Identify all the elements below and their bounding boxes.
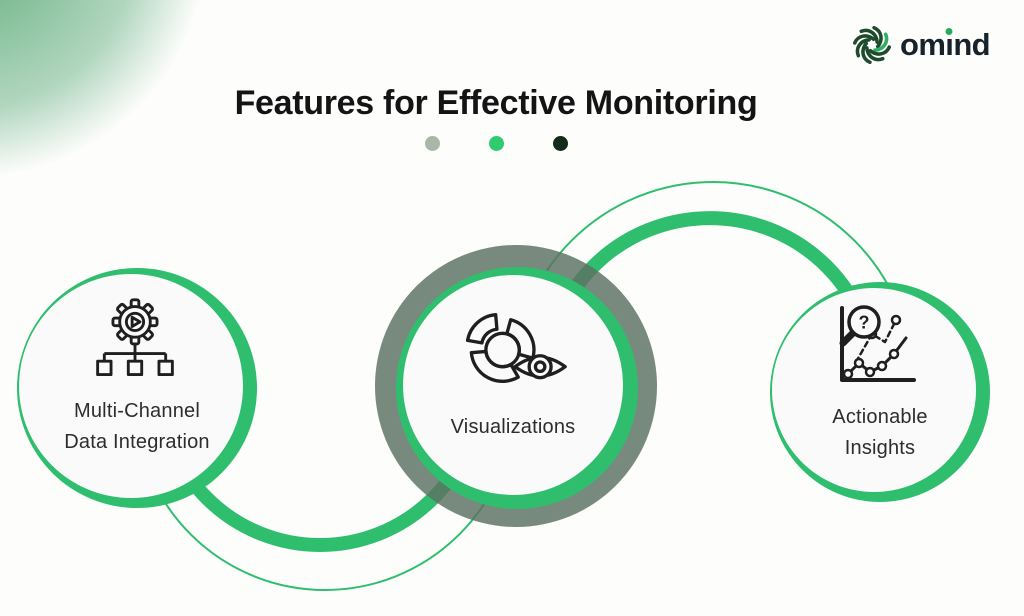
feature-3-label-line1: Actionable [832, 406, 928, 428]
feature-1-label: Multi-Channel Data Integration [23, 396, 251, 458]
brand-logo: om ı nd [849, 22, 991, 68]
feature-1-label-line2: Data Integration [64, 431, 210, 453]
swirl-pinwheel-icon [852, 25, 892, 65]
gear-play-flowchart-icon [96, 298, 174, 377]
magnifier-question-glyph: ? [859, 313, 870, 333]
title-accent-dot-green [488, 136, 504, 151]
wordmark-i-green-dot [945, 28, 953, 35]
title-accent-dot-dark [552, 136, 568, 151]
feature-3-circle [772, 288, 976, 492]
feature-2-label-line1: Visualizations [450, 416, 576, 438]
feature-2-label: Visualizations [403, 412, 623, 443]
donut-chart-eye-icon [465, 312, 567, 383]
feature-2-circle [403, 275, 623, 495]
feature-1-circle [19, 274, 243, 498]
title-accent-dot-sage [424, 136, 440, 151]
title-accent-dots [0, 136, 992, 151]
feature-1-label-line1: Multi-Channel [74, 400, 200, 422]
feature-3-label-line2: Insights [844, 437, 916, 459]
magnifier-question-trend-chart-icon: ? [839, 305, 916, 382]
wordmark-om: om [899, 27, 946, 62]
wordmark-nd: nd [953, 27, 990, 62]
wordmark-i: ı [945, 27, 954, 62]
feature-3-label: Actionable Insights [770, 402, 990, 464]
brand-wordmark: om ı nd [899, 27, 991, 63]
page-title: Features for Effective Monitoring [234, 84, 758, 122]
